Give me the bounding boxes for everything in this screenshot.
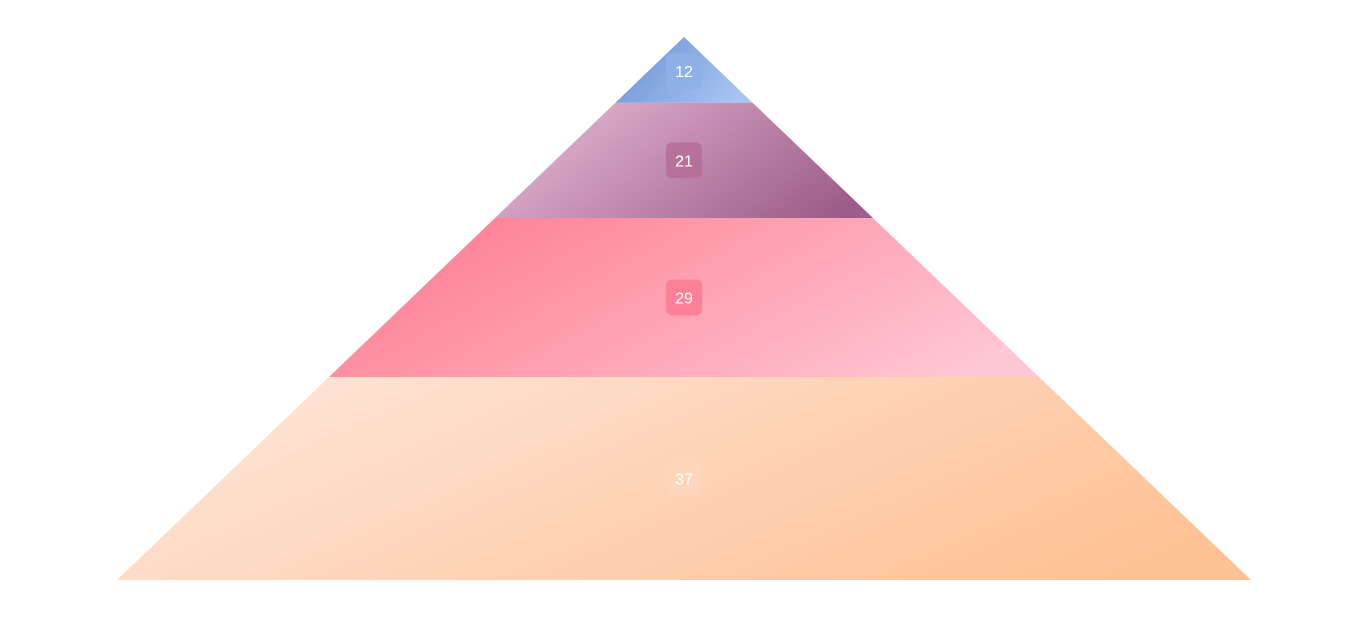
segment-label-badge-21 — [666, 142, 702, 179]
segment-label-badge-29 — [666, 279, 702, 316]
segment-label-37: 37 — [675, 472, 693, 489]
segment-label-badge-12 — [666, 53, 702, 90]
segment-label-badge-37 — [666, 460, 702, 497]
segment-label-21: 21 — [675, 153, 693, 170]
segment-label-29: 29 — [675, 291, 693, 308]
pyramid-labels: 12 21 29 37 — [666, 53, 702, 497]
segment-label-12: 12 — [675, 64, 693, 81]
